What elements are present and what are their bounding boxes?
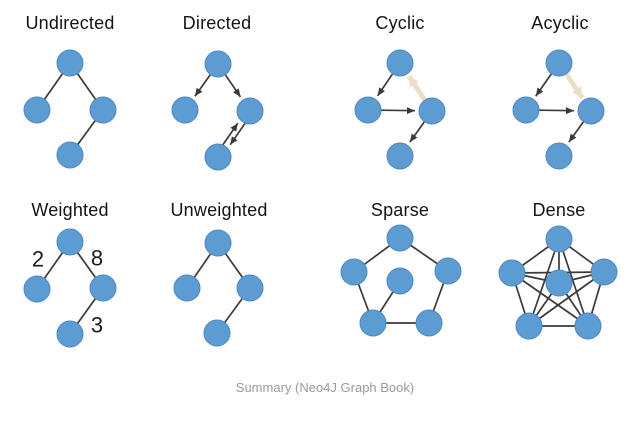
graph-node	[498, 259, 526, 287]
graph-edge	[380, 107, 416, 115]
graph-node	[386, 49, 414, 77]
graph-unweighted	[173, 229, 264, 347]
graph-weighted: 2 8 3	[23, 228, 117, 348]
graph-node	[545, 142, 573, 170]
graph-title-weighted: Weighted	[31, 200, 109, 220]
graph-edge	[535, 73, 553, 97]
graph-title-acyclic: Acyclic	[531, 13, 589, 33]
graph-node	[203, 319, 231, 347]
graph-cyclic	[354, 49, 446, 170]
graph-edge	[511, 272, 589, 327]
graph-edge	[409, 121, 426, 143]
graph-edge	[558, 238, 589, 327]
graph-node	[354, 96, 382, 124]
graph-title-directed: Directed	[182, 13, 252, 33]
graph-node	[418, 97, 446, 125]
edge-weight-label: 8	[91, 246, 103, 271]
graph-edge	[538, 107, 575, 115]
graph-node	[545, 49, 573, 77]
figure-caption: Summary (Neo4J Graph Book)	[235, 380, 415, 395]
graph-node	[56, 141, 84, 169]
graph-title-sparse: Sparse	[370, 200, 430, 220]
graph-node	[89, 96, 117, 124]
graph-title-unweighted: Unweighted	[170, 200, 268, 220]
graph-node	[56, 320, 84, 348]
graph-title-undirected: Undirected	[25, 13, 115, 33]
graph-node	[23, 275, 51, 303]
graph-title-cyclic: Cyclic	[375, 13, 425, 33]
graph-edge	[528, 238, 560, 327]
graph-edge	[194, 74, 212, 97]
graph-undirected	[23, 49, 117, 169]
graph-node	[204, 229, 232, 257]
graph-node	[545, 225, 573, 253]
graph-edge	[229, 122, 246, 146]
graph-node	[415, 309, 443, 337]
graph-node	[236, 97, 264, 125]
graph-edge	[222, 122, 239, 146]
graph-node	[545, 269, 573, 297]
graph-node	[173, 274, 201, 302]
graph-node	[171, 96, 199, 124]
graph-node	[56, 228, 84, 256]
graph-node	[359, 309, 387, 337]
graph-node	[574, 312, 602, 340]
graph-edge	[376, 73, 394, 97]
graph-node	[577, 97, 605, 125]
graph-directed	[171, 50, 264, 171]
graph-acyclic	[512, 49, 605, 170]
graph-node	[89, 274, 117, 302]
graph-node	[386, 224, 414, 252]
graph-node	[204, 143, 232, 171]
graph-title-dense: Dense	[532, 200, 586, 220]
graph-node	[512, 96, 540, 124]
graph-edge	[224, 74, 242, 98]
graph-node	[386, 142, 414, 170]
graph-node	[515, 312, 543, 340]
graph-node	[204, 50, 232, 78]
graph-dense	[498, 225, 618, 340]
graph-node	[386, 267, 414, 295]
graph-node	[340, 258, 368, 286]
graph-edge	[528, 271, 605, 327]
edge-weight-label: 3	[91, 313, 103, 338]
graph-node	[23, 96, 51, 124]
graph-node	[56, 49, 84, 77]
graph-node	[434, 257, 462, 285]
graph-node	[236, 274, 264, 302]
edge-weight-label: 2	[32, 247, 44, 272]
graph-node	[590, 258, 618, 286]
graph-sparse	[340, 224, 462, 337]
graph-edge	[568, 121, 585, 143]
